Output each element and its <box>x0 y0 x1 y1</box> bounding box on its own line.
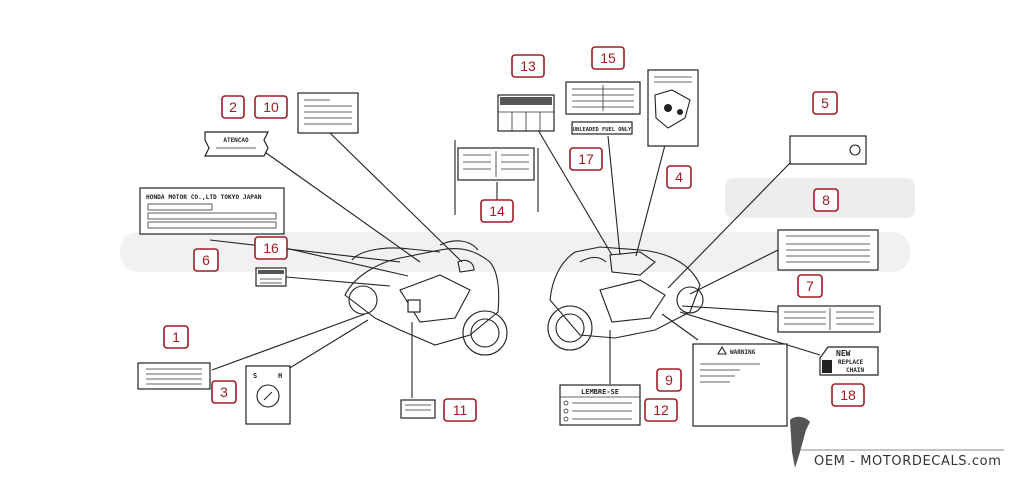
callout-16: 16 <box>254 236 288 260</box>
brand-watermark: OEM - MOTORDECALS.com <box>790 416 1004 469</box>
decal-17-drawing: UNLEADED FUEL ONLY <box>571 121 633 135</box>
leader-lines <box>209 129 821 398</box>
svg-text:4: 4 <box>675 169 683 185</box>
svg-text:18: 18 <box>840 387 856 403</box>
callout-12: 12 <box>644 398 678 422</box>
callout-14: 14 <box>480 199 514 223</box>
decal-12-drawing: LEMBRE-SE <box>559 384 641 426</box>
chain-text-2: REPLACE <box>838 359 864 366</box>
decal-5-drawing <box>789 135 867 165</box>
callout-10: 10 <box>254 95 288 119</box>
motorcycle-right-view <box>547 246 704 351</box>
decal-16-drawing <box>255 267 287 287</box>
decal-8-drawing <box>777 229 879 271</box>
callout-11: 11 <box>443 398 477 422</box>
warning-text: WARNING <box>730 349 756 356</box>
decal-15-drawing <box>565 81 641 115</box>
decal-4-drawing <box>647 69 699 147</box>
decal-13-drawing <box>497 94 555 132</box>
decal-9-drawing: WARNING <box>692 343 788 427</box>
decal-7-drawing <box>777 305 881 333</box>
decal-1-drawing <box>137 362 211 390</box>
decal-14-drawing <box>457 147 535 181</box>
svg-text:13: 13 <box>520 58 536 74</box>
fuel-text: UNLEADED FUEL ONLY <box>573 127 632 133</box>
svg-text:9: 9 <box>665 372 673 388</box>
svg-text:8: 8 <box>822 192 830 208</box>
callout-3: 3 <box>211 380 237 404</box>
callout-2: 2 <box>221 95 245 119</box>
svg-text:H: H <box>278 372 282 380</box>
decal-11-drawing <box>400 399 436 419</box>
decal-6-drawing: HONDA MOTOR CO.,LTD TOKYO JAPAN <box>139 187 285 235</box>
chain-text-3: CHAIN <box>846 367 864 374</box>
callout-9: 9 <box>656 368 682 392</box>
svg-text:11: 11 <box>453 402 468 418</box>
lembrese-text: LEMBRE-SE <box>581 388 619 396</box>
svg-text:10: 10 <box>263 99 279 115</box>
callout-15: 15 <box>591 46 625 70</box>
callout-5: 5 <box>812 91 838 115</box>
callout-8: 8 <box>813 188 839 212</box>
callout-17: 17 <box>569 147 603 171</box>
decal-10-drawing <box>297 92 359 134</box>
svg-text:16: 16 <box>263 240 279 256</box>
brand-logo-icon <box>790 416 810 468</box>
decal-3-drawing: S H <box>245 365 291 425</box>
svg-text:7: 7 <box>806 278 814 294</box>
callout-4: 4 <box>666 165 692 189</box>
callout-1: 1 <box>163 325 189 349</box>
left-view-decal-mark <box>407 299 421 313</box>
decal-2-drawing: ATENCAO <box>204 131 269 157</box>
svg-text:12: 12 <box>653 402 669 418</box>
svg-text:2: 2 <box>229 99 237 115</box>
callout-18: 18 <box>831 383 865 407</box>
svg-text:6: 6 <box>202 252 210 268</box>
callout-6: 6 <box>193 248 219 272</box>
svg-text:17: 17 <box>578 151 594 167</box>
svg-text:5: 5 <box>821 95 829 111</box>
svg-text:S: S <box>253 372 257 380</box>
svg-text:1: 1 <box>172 329 180 345</box>
nameplate-text: HONDA MOTOR CO.,LTD TOKYO JAPAN <box>146 194 262 201</box>
svg-text:15: 15 <box>600 50 616 66</box>
svg-text:14: 14 <box>489 203 505 219</box>
chain-text-1: NEW <box>836 349 851 358</box>
callout-13: 13 <box>511 54 545 78</box>
svg-text:3: 3 <box>220 384 228 400</box>
brand-text: OEM - MOTORDECALS.com <box>814 454 1001 469</box>
tag-atencao-text: ATENCAO <box>223 137 249 144</box>
callout-7: 7 <box>797 274 823 298</box>
decal-18-drawing: NEW REPLACE CHAIN <box>819 346 879 376</box>
